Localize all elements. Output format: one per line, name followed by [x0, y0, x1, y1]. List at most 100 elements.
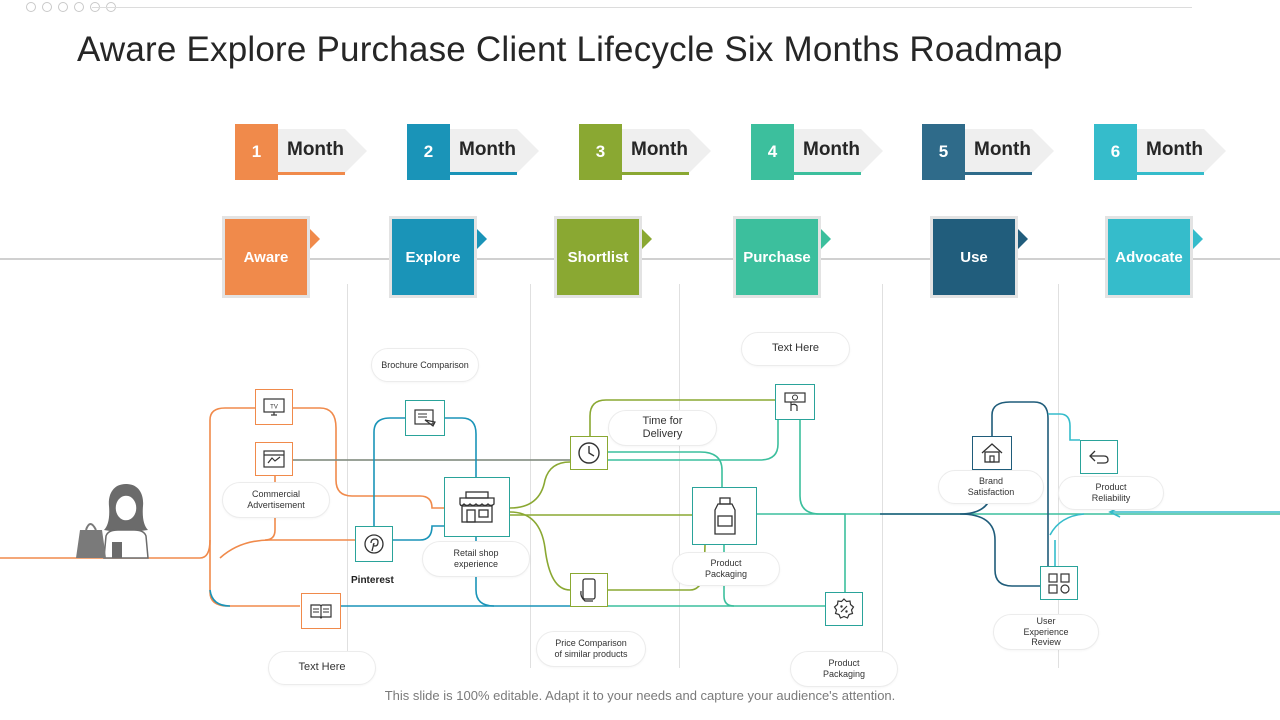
- money-hand-icon: [784, 392, 806, 411]
- book-icon: [310, 604, 332, 619]
- month-underline: [965, 172, 1032, 175]
- bottle-icon-box: [692, 487, 757, 545]
- label-retail-shop-experience: Retail shop experience: [422, 541, 530, 577]
- stage-notch: [642, 229, 652, 249]
- label-product-reliability: Product Reliability: [1058, 476, 1164, 510]
- decor-dot: [58, 2, 68, 12]
- stage-separator: [882, 284, 883, 668]
- flow-line-teal: [757, 513, 846, 592]
- label-product-packaging-1: Product Packaging: [672, 552, 780, 586]
- month-marker-2: 2 Month: [407, 124, 543, 180]
- stage-label: Advocate: [1115, 248, 1183, 266]
- month-underline: [794, 172, 861, 175]
- month-marker-1: 1 Month: [235, 124, 371, 180]
- flow-line-orange: [264, 476, 276, 541]
- decor-dot: [42, 2, 52, 12]
- page-title: Aware Explore Purchase Client Lifecycle …: [77, 30, 1063, 69]
- stage-aware: Aware: [222, 216, 320, 298]
- month-label: Month: [287, 139, 344, 160]
- label-pinterest: Pinterest: [351, 575, 394, 586]
- month-underline: [1137, 172, 1204, 175]
- label-brochure-comparison: Brochure Comparison: [371, 348, 479, 382]
- clock-icon: [578, 442, 600, 464]
- stage-explore: Explore: [389, 216, 487, 298]
- month-marker-5: 5 Month: [922, 124, 1058, 180]
- flow-line-blue: [373, 417, 405, 526]
- flow-line-orange: [209, 540, 300, 607]
- user-experience-icon-box: [1040, 566, 1078, 600]
- stage-purchase: Purchase: [733, 216, 831, 298]
- pinterest-icon-box: [355, 526, 393, 562]
- month-number: 6: [1094, 124, 1137, 180]
- tv-icon: TV: [263, 398, 285, 416]
- label-product-packaging-2: Product Packaging: [790, 651, 898, 687]
- flow-line-orange: [293, 407, 444, 509]
- label-brand-satisfaction: Brand Satisfaction: [938, 470, 1044, 504]
- stage-label: Use: [960, 248, 988, 266]
- month-tab: [622, 129, 689, 174]
- flow-line-blue: [475, 537, 495, 607]
- stage-notch: [821, 229, 831, 249]
- house-icon-box: [972, 436, 1012, 470]
- month-number: 4: [751, 124, 794, 180]
- stage-separator: [530, 284, 531, 668]
- month-underline: [450, 172, 517, 175]
- stage-separator: [1058, 284, 1059, 668]
- advertisement-icon: [263, 450, 285, 468]
- advertisement-icon-box: [255, 442, 293, 476]
- month-marker-6: 6 Month: [1094, 124, 1230, 180]
- month-label: Month: [1146, 139, 1203, 160]
- month-arrow: [517, 129, 539, 173]
- stage-advocate: Advocate: [1105, 216, 1203, 298]
- stage-label: Shortlist: [567, 248, 629, 266]
- stage-separator: [347, 284, 348, 668]
- stage-notch: [310, 229, 320, 249]
- money-hand-icon-box: [775, 384, 815, 420]
- month-label: Month: [631, 139, 688, 160]
- month-arrow: [1204, 129, 1226, 173]
- flow-line-blue: [445, 417, 477, 478]
- book-icon-box: [301, 593, 341, 629]
- shop-icon-box: [444, 477, 510, 537]
- flow-line-navy: [959, 513, 1040, 587]
- return-arrow-icon-box: [1080, 440, 1118, 474]
- decor-line: [92, 7, 1192, 8]
- label-text-here-top: Text Here: [741, 332, 850, 366]
- flow-line-orange: [219, 539, 355, 559]
- label-text-here-bottom: Text Here: [268, 651, 376, 685]
- stage-label: Purchase: [743, 248, 811, 266]
- pinterest-icon: [364, 534, 384, 554]
- flow-line-teal: [608, 451, 723, 487]
- month-arrow: [1032, 129, 1054, 173]
- decor-dot: [26, 2, 36, 12]
- label-user-experience-review: User Experience Review: [993, 614, 1099, 650]
- month-number: 2: [407, 124, 450, 180]
- month-tab: [965, 129, 1032, 174]
- stage-notch: [477, 229, 487, 249]
- discount-icon-box: [825, 592, 863, 626]
- month-marker-4: 4 Month: [751, 124, 887, 180]
- month-number: 5: [922, 124, 965, 180]
- shop-icon: [459, 491, 495, 523]
- label-commercial-advertisement: Commercial Advertisement: [222, 482, 330, 518]
- stage-shortlist: Shortlist: [554, 216, 652, 298]
- flow-line-orange: [0, 407, 255, 559]
- brochure-icon-box: [405, 400, 445, 436]
- tv-icon-box: TV: [255, 389, 293, 425]
- stage-use: Use: [930, 216, 1028, 298]
- shopper-icon: [76, 484, 149, 559]
- stage-label: Aware: [243, 248, 289, 266]
- month-arrow: [689, 129, 711, 173]
- label-time-for-delivery: Time for Delivery: [608, 410, 717, 446]
- footer-note: This slide is 100% editable. Adapt it to…: [384, 688, 896, 703]
- user-experience-icon: [1048, 573, 1070, 594]
- bottle-icon: [713, 497, 736, 535]
- month-number: 1: [235, 124, 278, 180]
- flow-line-blue: [393, 525, 444, 541]
- flow-line-navy: [991, 401, 1049, 566]
- flow-line-teal: [608, 420, 779, 461]
- month-marker-3: 3 Month: [579, 124, 715, 180]
- month-tab: [794, 129, 861, 174]
- phone-icon: [580, 578, 596, 602]
- flow-line-cyan: [1049, 513, 1085, 536]
